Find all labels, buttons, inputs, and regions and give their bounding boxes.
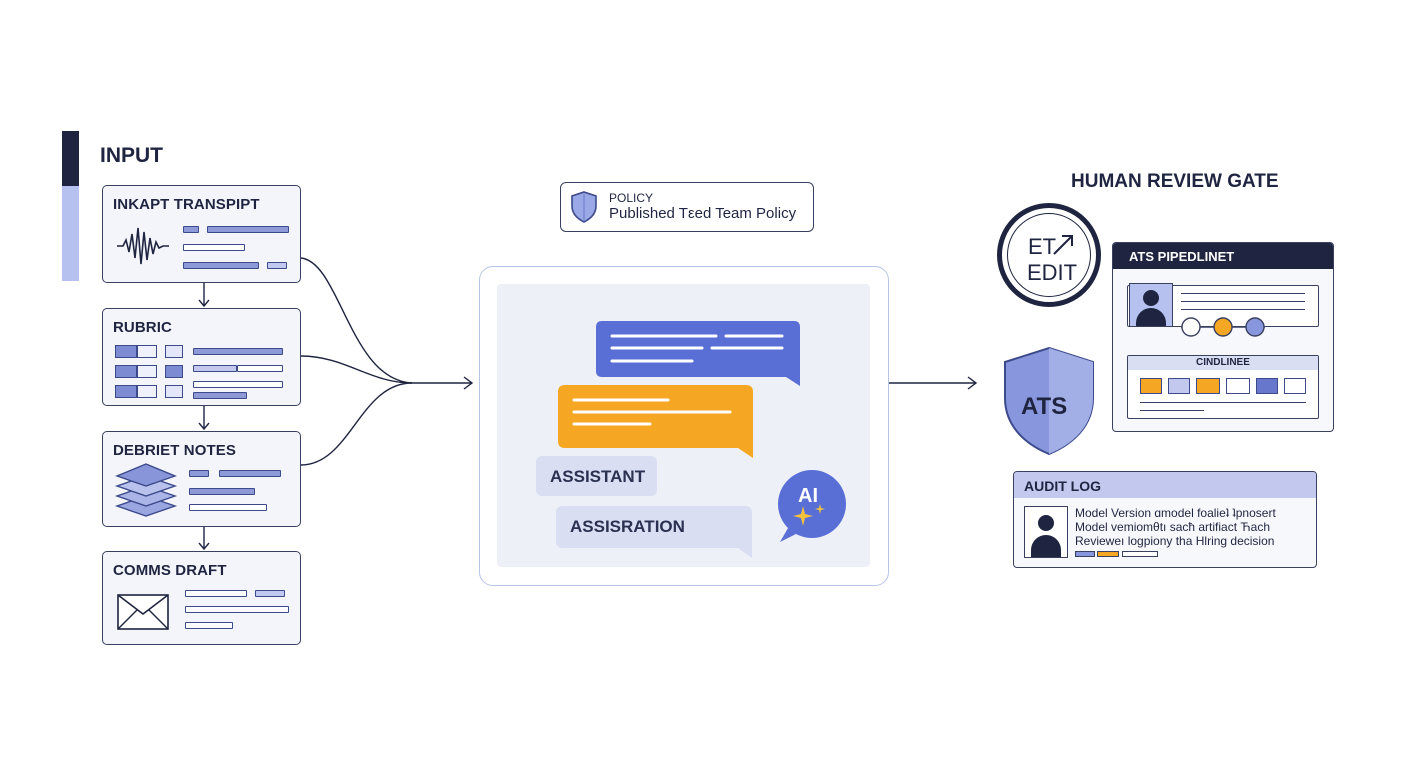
audit-line-3: Revieweı logpiony tha Hlring decision — [1075, 534, 1275, 548]
envelope-icon — [117, 594, 169, 630]
card-transcript-title: INKAPT TRANSPIPT — [113, 196, 260, 213]
audit-log-card[interactable]: AUDIT LOG Model Version ɑmodel foalieʇ ʇ… — [1013, 471, 1317, 568]
card-debrief[interactable]: DEBRIET NOTES — [102, 431, 301, 527]
audit-line-2: Model vemiomθtı sacћ artifiact Ћach — [1075, 520, 1270, 534]
candidate-title: CINDLINEE — [1196, 357, 1250, 368]
edit-badge-top: ET — [1028, 234, 1057, 259]
policy-text: Published Tεed Team Policy — [609, 205, 797, 222]
review-heading: HUMAN REVIEW GATE — [1071, 171, 1279, 192]
card-rubric-title: RUBRIC — [113, 319, 172, 336]
shield-icon — [571, 191, 597, 223]
candidate-panel: CINDLINEE — [1127, 355, 1319, 419]
ai-badge: AI — [798, 485, 818, 507]
edit-badge-bottom: EDIT — [1027, 260, 1078, 285]
ats-shield-label: ATS — [1021, 393, 1068, 420]
edit-badge[interactable]: ET EDIT — [997, 203, 1101, 307]
audit-log-title: AUDIT LOG — [1024, 478, 1101, 494]
assisration-label: ASSISRATION — [570, 517, 685, 536]
accent-bar — [62, 131, 79, 281]
audit-avatar — [1024, 506, 1068, 558]
card-debrief-title: DEBRIET NOTES — [113, 442, 236, 459]
ats-shield-icon — [1004, 346, 1094, 456]
input-heading: INPUT — [100, 144, 163, 167]
card-rubric[interactable]: RUBRIC — [102, 308, 301, 406]
card-comms-title: COMMS DRAFT — [113, 562, 227, 579]
ats-pipeline-title: ATS PIPEDLINET — [1129, 249, 1235, 264]
ats-pipeline-card[interactable]: ATS PIPEDLINET CINDLINEE — [1112, 242, 1334, 432]
policy-box[interactable]: POLICY Published Tεed Team Policy — [560, 182, 814, 232]
arrow-icon — [1053, 235, 1073, 255]
assistant-label: ASSISTANT — [550, 467, 646, 486]
card-transcript[interactable]: INKAPT TRANSPIPT — [102, 185, 301, 283]
progress-dots — [1181, 317, 1265, 337]
card-comms[interactable]: COMMS DRAFT — [102, 551, 301, 645]
audit-line-1: Model Version ɑmodel foalieʇ ʇpnosert — [1075, 506, 1276, 520]
policy-label: POLICY — [609, 191, 654, 205]
layers-icon — [114, 463, 178, 517]
waveform-icon — [117, 227, 169, 265]
avatar — [1129, 283, 1173, 327]
